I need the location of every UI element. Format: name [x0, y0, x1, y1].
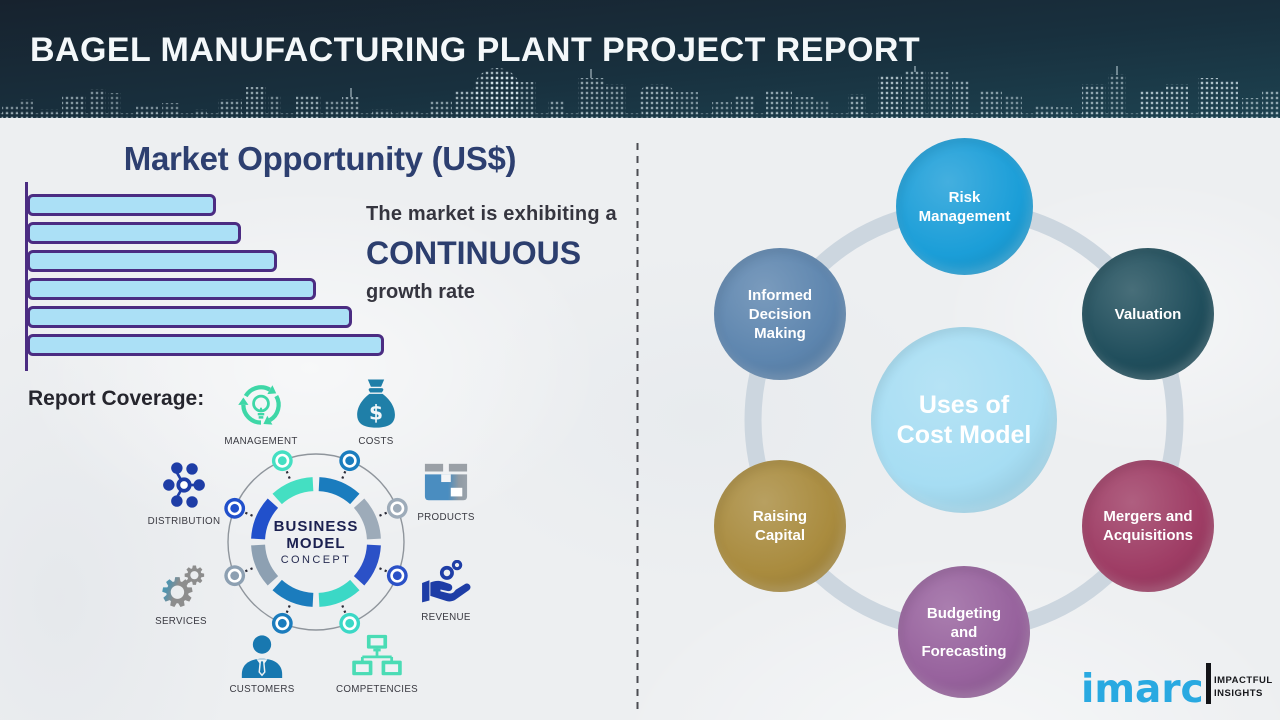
business-model-diagram [224, 450, 408, 634]
circle-label: Informed Decision Making [747, 286, 813, 342]
coverage-item-distribution: DISTRIBUTION [124, 460, 244, 527]
banner: BAGEL MANUFACTURING PLANT PROJECT REPORT [0, 0, 1280, 118]
chart-bar [27, 194, 217, 216]
orbit-nodes [224, 450, 408, 634]
growth-annotation-line2: CONTINUOUS [366, 235, 582, 271]
chart-bar [27, 222, 242, 244]
growth-annotation-line3: growth rate [366, 281, 475, 303]
coverage-item-costs: $ COSTS [316, 378, 436, 447]
coverage-item-competencies: COMPETENCIES [317, 634, 437, 695]
coverage-item-management: MANAGEMENT [201, 378, 321, 447]
orbit-circle [227, 453, 405, 631]
coverage-item-label: REVENUE [421, 612, 471, 623]
logo-tagline: IMPACTFUL INSIGHTS [1214, 675, 1273, 699]
business-model-title-line1: BUSINESS [273, 518, 359, 535]
business-model-title-line2: MODEL [286, 535, 346, 552]
chart-axis [25, 182, 28, 371]
person-icon [241, 635, 283, 678]
dashed-divider [636, 143, 639, 709]
city-skyline-graphic [0, 66, 1280, 118]
circle-risk-management: Risk Management [896, 138, 1033, 275]
money-bag-icon: $ [357, 379, 395, 428]
circle-raising-capital: Raising Capital [714, 460, 846, 592]
circle-label: Valuation [1114, 305, 1182, 323]
circle-mergers-acquisitions: Mergers and Acquisitions [1082, 460, 1214, 592]
page-title: BAGEL MANUFACTURING PLANT PROJECT REPORT [30, 31, 921, 69]
network-nodes-icon [163, 462, 205, 508]
report-coverage-label: Report Coverage: [28, 387, 205, 410]
hand-coins-icon [422, 560, 471, 603]
coverage-item-label: COMPETENCIES [336, 684, 418, 695]
circle-informed-decision-making: Informed Decision Making [714, 248, 846, 380]
coverage-item-label: PRODUCTS [417, 512, 475, 523]
coverage-item-label: DISTRIBUTION [147, 516, 221, 527]
svg-text:$: $ [369, 400, 383, 424]
package-box-icon [424, 463, 468, 501]
coverage-item-revenue: REVENUE [386, 560, 506, 623]
circle-label: Raising Capital [752, 508, 808, 544]
coverage-item-label: SERVICES [155, 616, 207, 627]
business-model-ring [251, 477, 381, 607]
org-chart-icon [352, 634, 402, 676]
imarc-logo: imarc IMPACTFUL INSIGHTS [1081, 643, 1277, 713]
growth-annotation-line1: The market is exhibiting a [366, 203, 617, 225]
gears-icon [162, 565, 205, 608]
imarc-wordmark: imarc [1081, 667, 1204, 712]
coverage-item-label: MANAGEMENT [224, 436, 298, 447]
chart-bar [27, 278, 317, 300]
business-model-subtitle: CONCEPT [280, 554, 352, 566]
circle-label: Risk Management [918, 188, 1011, 225]
market-opportunity-title: Market Opportunity (US$) [123, 140, 517, 177]
logo-divider-bar [1206, 663, 1211, 704]
business-model-center-text: BUSINESS MODEL CONCEPT [246, 518, 386, 566]
chart-bar [27, 334, 384, 356]
management-cycle-bulb-icon [238, 385, 281, 425]
circle-budgeting-forecasting: Budgeting and Forecasting [898, 566, 1030, 698]
circle-label: Budgeting and Forecasting [921, 604, 1007, 660]
circle-label: Mergers and Acquisitions [1102, 508, 1193, 544]
coverage-item-label: CUSTOMERS [229, 684, 295, 695]
growth-annotation: The market is exhibiting a CONTINUOUS gr… [366, 203, 636, 304]
coverage-item-customers: CUSTOMERS [202, 634, 322, 695]
circle-valuation: Valuation [1082, 248, 1214, 380]
chart-bar [27, 250, 277, 272]
coverage-item-products: PRODUCTS [386, 460, 506, 523]
coverage-item-label: COSTS [358, 436, 394, 447]
chart-bar [27, 306, 352, 328]
background-texture [0, 118, 1280, 720]
coverage-item-services: SERVICES [121, 560, 241, 627]
